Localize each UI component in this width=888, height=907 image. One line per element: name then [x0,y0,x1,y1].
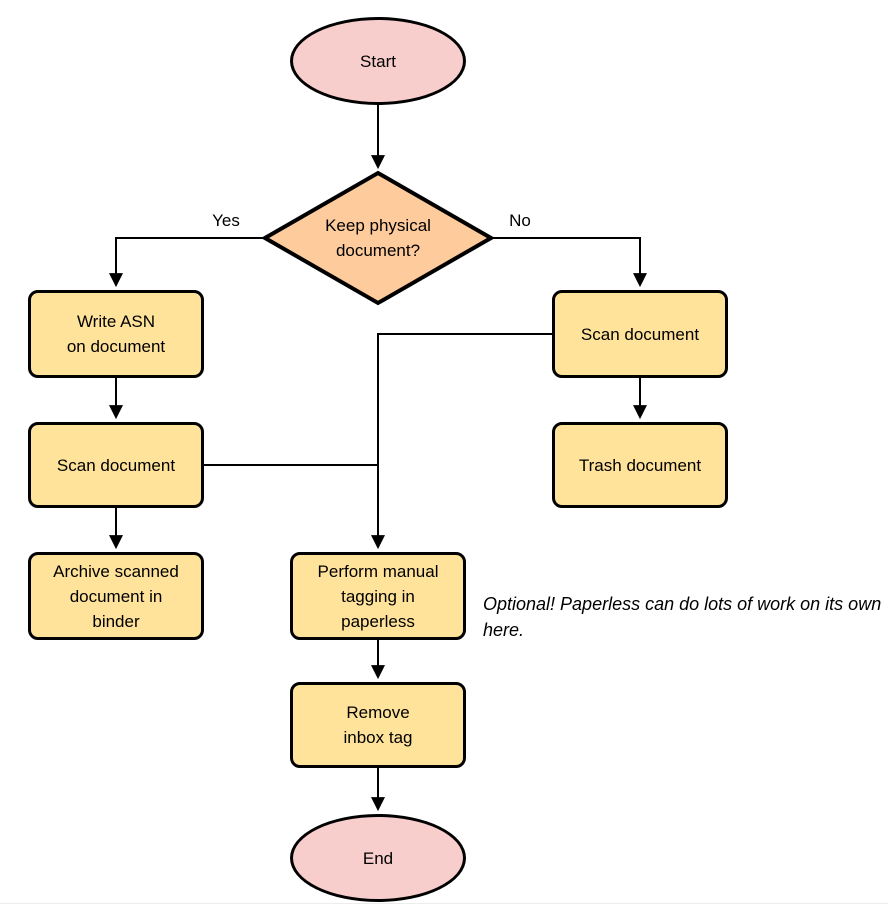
page-bottom-divider [0,903,888,904]
optional-note: Optional! Paperless can do lots of work … [483,594,882,640]
edge-scan-right-to-tagging [371,333,552,550]
scan-document-right-node: Scan document [552,290,728,378]
write-asn-label: Write ASN on document [66,312,166,356]
remove-inbox-tag-label: Remove inbox tag [343,703,413,747]
decision-label: Keep physical document? [325,216,431,260]
start-node: Start [290,17,466,105]
archive-node: Archive scanned document in binder [28,552,204,640]
archive-label: Archive scanned document in binder [53,561,179,631]
start-label: Start [360,51,396,71]
write-asn-node: Write ASN on document [28,290,204,378]
edge-label-no: No [509,211,531,230]
scan-document-left-node: Scan document [28,422,204,508]
decision-node: Keep physical document? [262,170,494,306]
edge-decision-to-write-asn [109,237,264,288]
end-label: End [362,848,394,868]
trash-document-label: Trash document [578,455,702,475]
remove-inbox-tag-node: Remove inbox tag [290,682,466,768]
tagging-label: Perform manual tagging in paperless [317,561,439,631]
edge-label-yes: Yes [212,211,240,230]
diamond-shape [262,170,494,306]
scan-document-right-label: Scan document [580,324,700,344]
trash-document-node: Trash document [552,422,728,508]
scan-document-left-label: Scan document [56,455,176,475]
end-node: End [290,814,466,902]
edge-decision-to-scan-right [492,237,647,288]
tagging-node: Perform manual tagging in paperless [290,552,466,640]
